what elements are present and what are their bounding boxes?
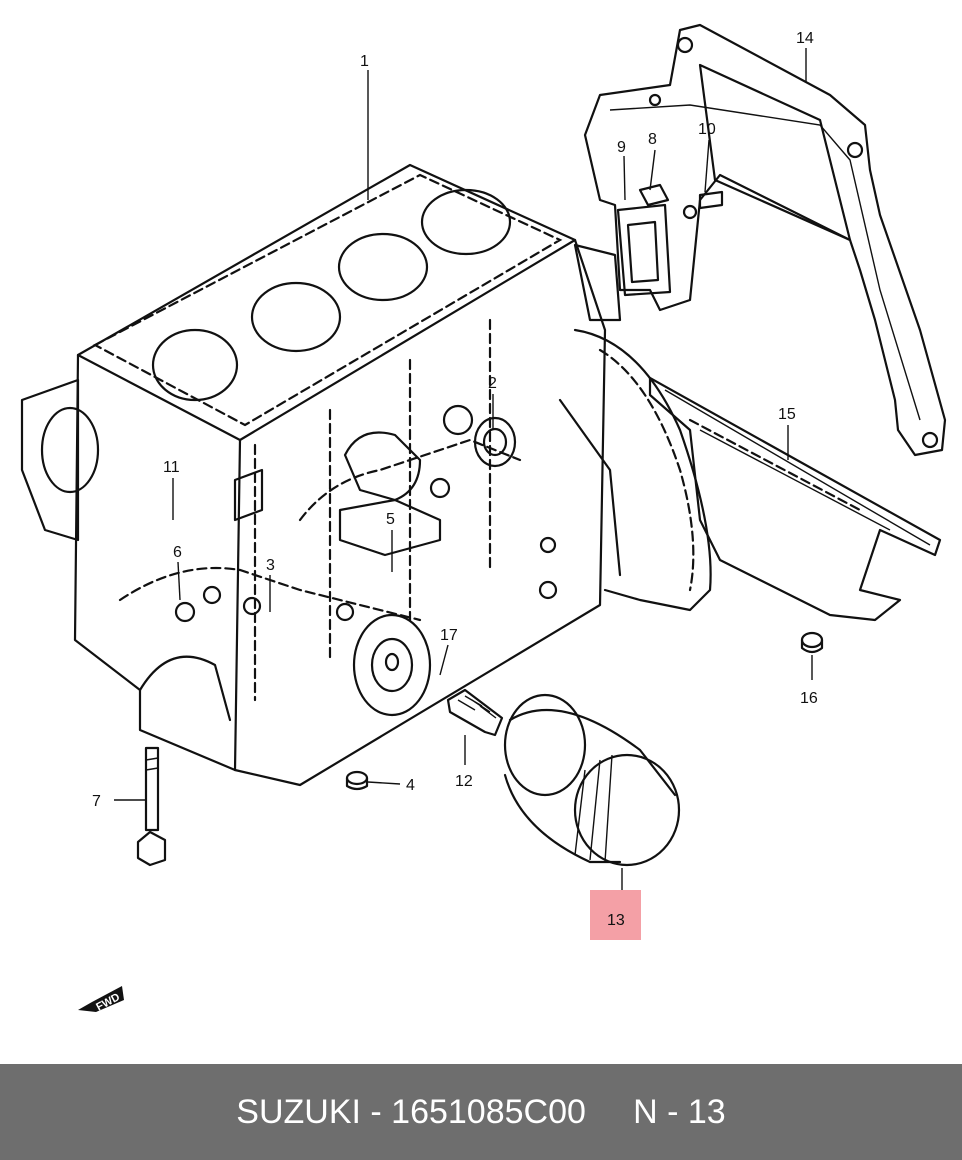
callout-4: 4 — [406, 777, 415, 794]
callout-11: 11 — [163, 459, 180, 476]
exploded-parts-diagram: FWD 1 2 3 4 — [20, 23, 947, 1014]
callout-16: 16 — [800, 690, 818, 707]
baffle-plate-15 — [648, 376, 942, 622]
part-7-bolt — [136, 746, 167, 867]
callout-12: 12 — [455, 773, 473, 790]
callout-13: 13 — [607, 912, 625, 929]
callout-17: 17 — [440, 627, 458, 644]
callout-labels: 1 2 3 4 5 6 7 8 9 10 11 12 13 14 15 16 1… — [92, 30, 818, 929]
part-4-plug — [345, 770, 369, 791]
cylinder-block — [20, 163, 607, 787]
part-16-plug — [800, 631, 824, 654]
callout-5: 5 — [386, 511, 395, 528]
callout-10: 10 — [698, 121, 716, 138]
callout-3: 3 — [266, 557, 275, 574]
fwd-mark-text: FWD — [94, 991, 122, 1013]
fwd-direction-mark: FWD — [78, 986, 124, 1014]
part-13-highlight — [590, 890, 641, 940]
oil-filter-13 — [503, 693, 681, 867]
footer-caption: SUZUKI - 1651085C00 N - 13 — [236, 1093, 726, 1131]
callout-7: 7 — [92, 793, 101, 810]
rear-end-plate — [558, 243, 712, 612]
callout-1: 1 — [360, 53, 369, 70]
leader-lines — [114, 48, 813, 890]
callout-15: 15 — [778, 406, 796, 423]
parts-8-9-10 — [638, 183, 724, 220]
callout-9: 9 — [617, 139, 626, 156]
part-12-stud — [446, 688, 504, 737]
gasket-14 — [583, 23, 947, 457]
callout-2: 2 — [488, 375, 497, 392]
callout-6: 6 — [173, 544, 182, 561]
callout-8: 8 — [648, 131, 657, 148]
callout-14: 14 — [796, 30, 814, 47]
footer-bar: SUZUKI - 1651085C00 N - 13 — [0, 1064, 962, 1160]
